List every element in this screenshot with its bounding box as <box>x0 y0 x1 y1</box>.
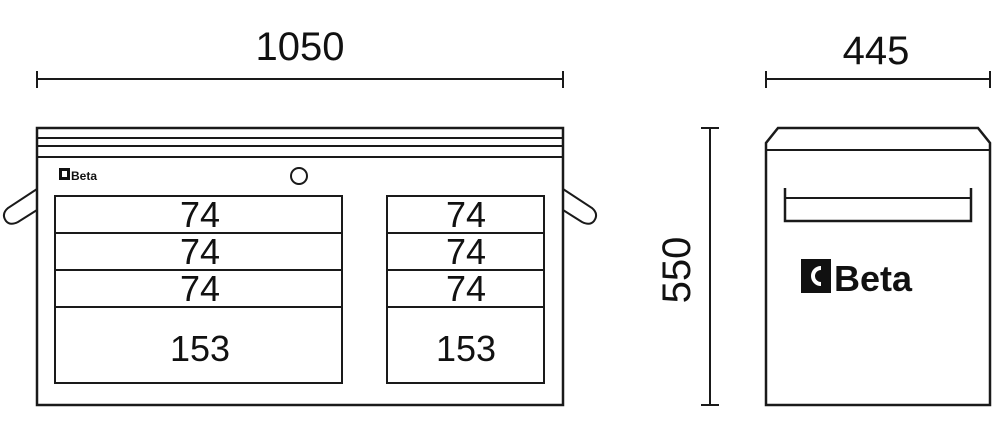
left-handle <box>2 188 38 225</box>
width-dimension: 1050 <box>36 25 564 88</box>
left-drawer-3-label: 74 <box>180 268 220 309</box>
depth-label: 445 <box>843 29 910 73</box>
right-handle <box>562 188 598 225</box>
chest-front-view: Beta 74 74 74 153 74 74 74 153 <box>2 126 598 407</box>
right-drawer-2-label: 74 <box>446 231 486 272</box>
height-dimension: 550 <box>655 127 719 406</box>
side-handle <box>783 188 973 223</box>
left-drawer-4-label: 153 <box>170 328 230 369</box>
height-label: 550 <box>655 237 699 304</box>
left-drawer-column: 74 74 74 153 <box>54 194 343 384</box>
small-brand-logo: Beta <box>59 168 97 183</box>
left-drawer-1-label: 74 <box>180 194 220 235</box>
width-label: 1050 <box>256 25 345 69</box>
chest-side-view: Beta <box>764 126 992 407</box>
right-drawer-4-label: 153 <box>436 328 496 369</box>
lock-icon <box>290 167 308 185</box>
side-brand-logo: Beta <box>801 258 913 299</box>
right-drawer-1-label: 74 <box>446 194 486 235</box>
right-drawer-column: 74 74 74 153 <box>386 194 545 384</box>
left-drawer-2-label: 74 <box>180 231 220 272</box>
svg-text:Beta: Beta <box>71 169 97 183</box>
depth-dimension: 445 <box>765 29 991 88</box>
right-drawer-3-label: 74 <box>446 268 486 309</box>
svg-text:Beta: Beta <box>834 258 913 299</box>
